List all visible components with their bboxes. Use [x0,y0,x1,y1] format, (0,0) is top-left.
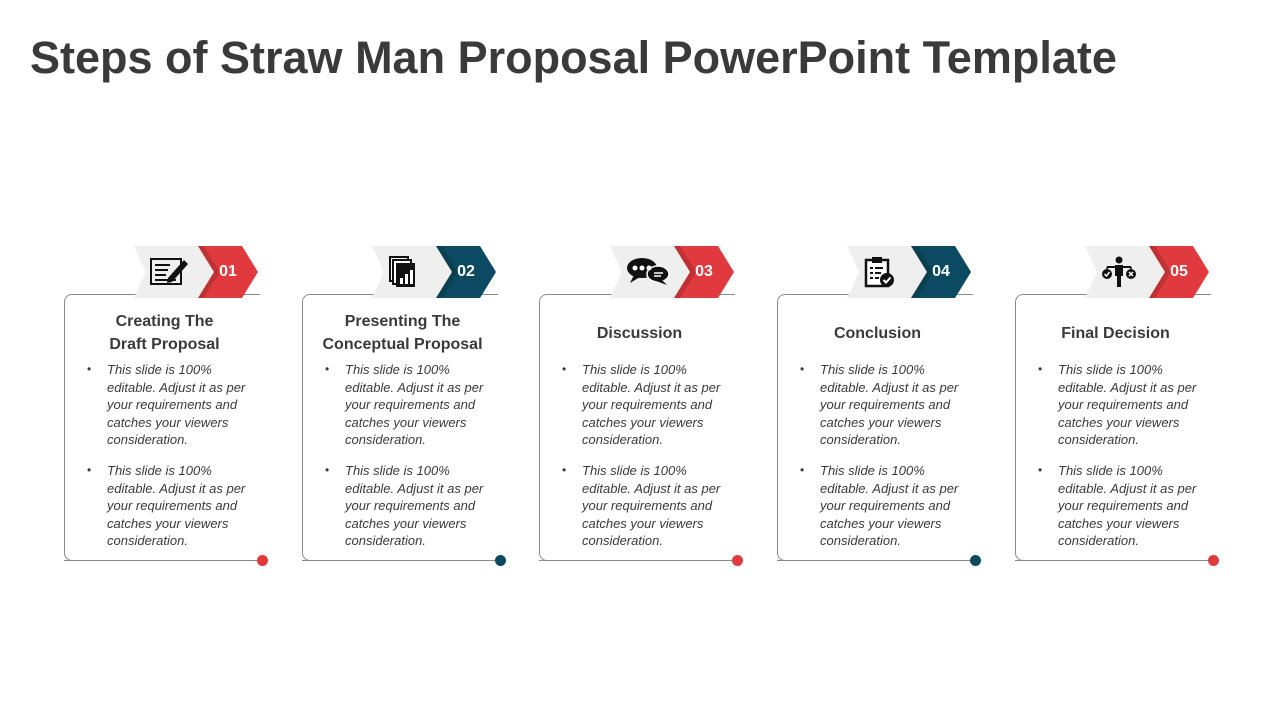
card-end-dot [732,555,743,566]
bullet-list: This slide is 100% editable. Adjust it a… [800,361,968,563]
clipboard-check-icon [863,256,905,288]
step-title-line: Creating The [115,313,214,330]
step-card-03: DiscussionThis slide is 100% editable. A… [539,294,743,566]
card-bottom-corner [302,550,313,561]
card-bottom-corner [1015,550,1026,561]
card-bottom-line [302,560,500,561]
step-header-tab-01: 01 [134,246,258,298]
step-title: Conclusion [778,309,977,357]
chevron-arrows [1085,246,1209,298]
color-chevron [911,246,971,298]
step-card-04: ConclusionThis slide is 100% editable. A… [777,294,981,566]
card-bottom-corner [777,550,788,561]
step-number: 02 [457,263,475,280]
step-title: Final Decision [1016,309,1215,357]
bullet-item: This slide is 100% editable. Adjust it a… [1038,361,1206,449]
card-bottom-line [539,560,737,561]
bullet-list: This slide is 100% editable. Adjust it a… [562,361,730,563]
chevron-fold-shadow [911,246,933,298]
step-title-line: Discussion [596,324,683,342]
step-title-line: Draft Proposal [109,336,220,353]
pencil-document-icon [150,256,192,288]
card-bottom-corner [64,550,75,561]
card-end-dot [257,555,268,566]
bullet-item: This slide is 100% editable. Adjust it a… [325,361,493,449]
chevron-fold-shadow [1149,246,1171,298]
bullet-list: This slide is 100% editable. Adjust it a… [1038,361,1206,563]
color-chevron [1149,246,1209,298]
bullet-list: This slide is 100% editable. Adjust it a… [87,361,255,563]
bullet-item: This slide is 100% editable. Adjust it a… [800,361,968,449]
bullet-item: This slide is 100% editable. Adjust it a… [325,462,493,550]
card-bottom-line [777,560,975,561]
bullet-list: This slide is 100% editable. Adjust it a… [325,361,493,563]
bullet-item: This slide is 100% editable. Adjust it a… [800,462,968,550]
card-bottom-line [1015,560,1213,561]
step-card-05: Final DecisionThis slide is 100% editabl… [1015,294,1219,566]
step-title: Discussion [540,309,739,357]
page-title: Steps of Straw Man Proposal PowerPoint T… [30,32,1117,83]
card-end-dot [1208,555,1219,566]
step-title-line: Presenting The [344,313,461,330]
color-chevron [198,246,258,298]
step-number: 03 [695,263,713,280]
card-bottom-corner [539,550,550,561]
step-number: 01 [219,263,237,280]
bullet-item: This slide is 100% editable. Adjust it a… [562,361,730,449]
chat-bubbles-icon [626,256,670,288]
color-chevron [674,246,734,298]
step-header-tab-04: 04 [847,246,971,298]
documents-chart-icon [388,256,430,288]
step-title-line: Conclusion [833,324,922,342]
grey-chevron [1085,246,1167,298]
bullet-item: This slide is 100% editable. Adjust it a… [562,462,730,550]
chevron-fold-shadow [198,246,220,298]
bullet-item: This slide is 100% editable. Adjust it a… [87,361,255,449]
step-title-line: Final Decision [1061,324,1170,342]
chevron-fold-shadow [674,246,696,298]
card-bottom-line [64,560,262,561]
card-end-dot [970,555,981,566]
color-chevron [436,246,496,298]
bullet-item: This slide is 100% editable. Adjust it a… [1038,462,1206,550]
step-number: 05 [1170,263,1188,280]
bullet-item: This slide is 100% editable. Adjust it a… [87,462,255,550]
step-header-tab-05: 05 [1085,246,1209,298]
person-decision-icon [1101,256,1143,288]
chevron-fold-shadow [436,246,458,298]
step-header-tab-02: 02 [372,246,496,298]
step-number: 04 [932,263,950,280]
step-title-line: Conceptual Proposal [322,336,483,353]
card-end-dot [495,555,506,566]
step-header-tab-03: 03 [610,246,734,298]
